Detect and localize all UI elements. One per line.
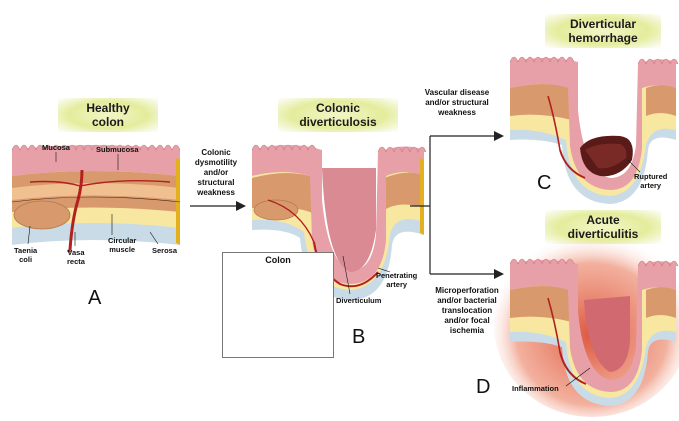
label-diverticulum: Diverticulum [336, 296, 381, 305]
label-taenia-coli: Taenia coli [14, 246, 37, 264]
label-penetrating-artery: Penetrating artery [376, 271, 417, 289]
flow-text-dysmotility: Colonic dysmotility and/or structural we… [186, 148, 246, 198]
healthy-colon-wall [12, 145, 180, 252]
arrow-a-to-b [190, 201, 246, 211]
flow-text-microperforation: Microperforation and/or bacterial transl… [422, 286, 512, 336]
panel-letter-a: A [88, 287, 101, 310]
header-acute-diverticulitis: Acute diverticulitis [545, 210, 661, 244]
label-circular-muscle: Circular muscle [108, 236, 136, 254]
label-serosa: Serosa [152, 246, 177, 255]
label-ruptured-artery: Ruptured artery [634, 172, 667, 190]
colon-inset-title: Colon [223, 255, 333, 265]
flow-text-vascular: Vascular disease and/or structural weakn… [412, 88, 502, 118]
label-vasa-recta: Vasa recta [67, 248, 85, 266]
header-healthy-colon: Healthy colon [58, 98, 158, 132]
panel-letter-d: D [476, 376, 490, 399]
colon-inset-box: Colon [222, 252, 334, 358]
panel-letter-c: C [537, 172, 551, 195]
label-submucosa: Submucosa [96, 145, 139, 154]
label-mucosa: Mucosa [42, 143, 70, 152]
panel-letter-b: B [352, 326, 365, 349]
label-inflammation: Inflammation [512, 384, 559, 393]
header-diverticular-hemorrhage: Diverticular hemorrhage [545, 14, 661, 48]
branch-arrows [410, 131, 504, 279]
header-colonic-diverticulosis: Colonic diverticulosis [278, 98, 398, 132]
